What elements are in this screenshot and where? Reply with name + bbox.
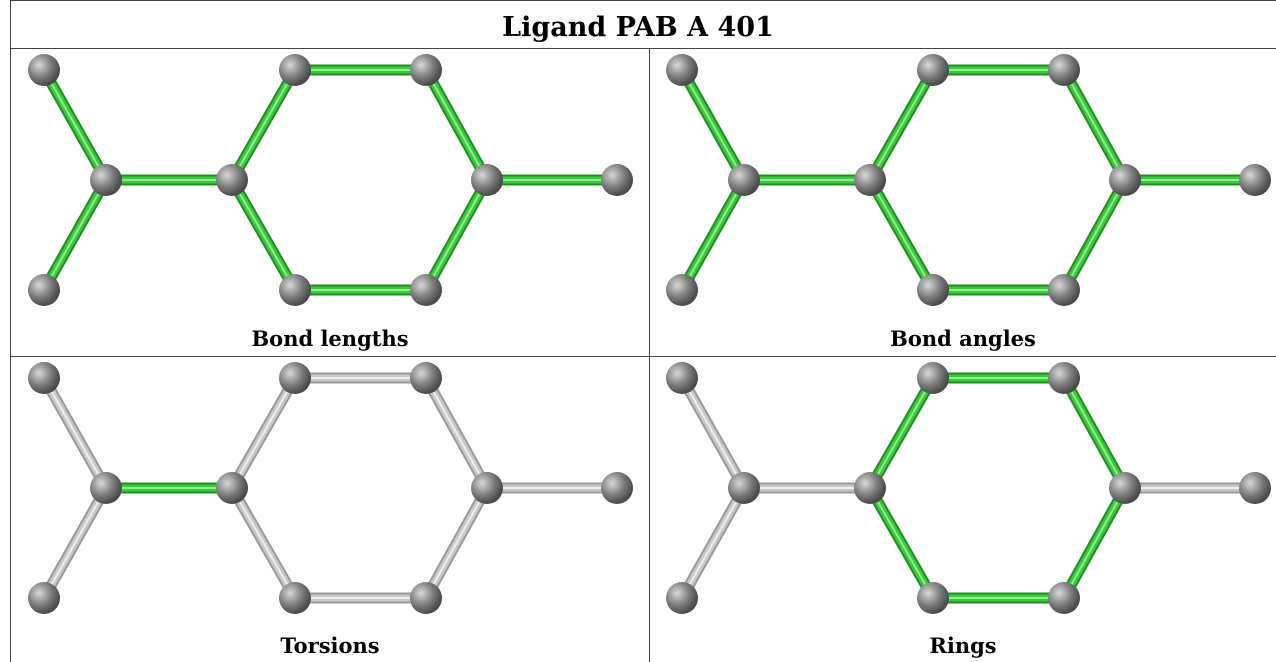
bond-3-highlight bbox=[869, 377, 934, 489]
bond-3-highlight bbox=[231, 377, 296, 489]
atom-C6 bbox=[410, 582, 442, 614]
atom-O1 bbox=[666, 582, 698, 614]
atom-C1 bbox=[28, 54, 60, 86]
bond-8-highlight bbox=[231, 179, 296, 291]
bond-1-highlight bbox=[681, 487, 745, 599]
atom-N1 bbox=[1239, 472, 1271, 504]
bond-0-highlight bbox=[43, 377, 107, 489]
atom-O1 bbox=[28, 274, 60, 306]
atom-C4 bbox=[410, 54, 442, 86]
bond-0-highlight bbox=[681, 69, 745, 181]
atom-C4 bbox=[1048, 362, 1080, 394]
atom-N1 bbox=[601, 472, 633, 504]
atom-C5 bbox=[1109, 164, 1141, 196]
bond-5-highlight bbox=[425, 69, 488, 181]
bond-8-highlight bbox=[869, 487, 934, 599]
bond-5-highlight bbox=[1063, 69, 1126, 181]
atom-C5 bbox=[471, 472, 503, 504]
atom-O2 bbox=[854, 472, 886, 504]
row-divider bbox=[10, 356, 1276, 357]
atom-O1 bbox=[666, 274, 698, 306]
bond-1-highlight bbox=[681, 179, 745, 291]
bond-0-highlight bbox=[43, 69, 107, 181]
bond-0-highlight bbox=[681, 377, 745, 489]
figure-title: Ligand PAB A 401 bbox=[502, 12, 774, 43]
bond-6-highlight bbox=[425, 179, 488, 291]
table-left-border bbox=[10, 0, 11, 662]
bond-6-highlight bbox=[1063, 179, 1126, 291]
atom-C1 bbox=[666, 362, 698, 394]
atom-C2 bbox=[90, 472, 122, 504]
atom-C3 bbox=[279, 362, 311, 394]
panel-caption-rings: Rings bbox=[929, 633, 997, 658]
atom-C2 bbox=[728, 472, 760, 504]
atom-C1 bbox=[28, 362, 60, 394]
atom-C6 bbox=[1048, 582, 1080, 614]
atom-O2 bbox=[216, 164, 248, 196]
bond-5-highlight bbox=[425, 377, 488, 489]
column-divider bbox=[649, 48, 650, 662]
atom-C1 bbox=[666, 54, 698, 86]
atom-O2 bbox=[854, 164, 886, 196]
atom-C7 bbox=[917, 274, 949, 306]
bond-5-highlight bbox=[1063, 377, 1126, 489]
bond-3-highlight bbox=[231, 69, 296, 181]
bond-8-highlight bbox=[869, 179, 934, 291]
bond-1-highlight bbox=[43, 487, 107, 599]
bond-6-highlight bbox=[1063, 487, 1126, 599]
panel-caption-bond-lengths: Bond lengths bbox=[251, 326, 409, 351]
bond-8-highlight bbox=[231, 487, 296, 599]
atom-C2 bbox=[90, 164, 122, 196]
atom-N1 bbox=[601, 164, 633, 196]
atom-C6 bbox=[410, 274, 442, 306]
table-top-border bbox=[10, 0, 1276, 1]
atom-C3 bbox=[917, 362, 949, 394]
bond-3-highlight bbox=[869, 69, 934, 181]
bond-1-highlight bbox=[43, 179, 107, 291]
bond-6-highlight bbox=[425, 487, 488, 599]
atom-C7 bbox=[279, 274, 311, 306]
atom-C7 bbox=[279, 582, 311, 614]
atom-C6 bbox=[1048, 274, 1080, 306]
atom-C3 bbox=[917, 54, 949, 86]
atom-C7 bbox=[917, 582, 949, 614]
atom-C3 bbox=[279, 54, 311, 86]
atom-C5 bbox=[471, 164, 503, 196]
atom-O1 bbox=[28, 582, 60, 614]
title-divider bbox=[10, 48, 1276, 49]
atom-C2 bbox=[728, 164, 760, 196]
atom-C5 bbox=[1109, 472, 1141, 504]
panel-caption-bond-angles: Bond angles bbox=[890, 326, 1036, 351]
atom-O2 bbox=[216, 472, 248, 504]
atom-N1 bbox=[1239, 164, 1271, 196]
atom-C4 bbox=[1048, 54, 1080, 86]
atom-C4 bbox=[410, 362, 442, 394]
panel-caption-torsions: Torsions bbox=[280, 633, 380, 658]
